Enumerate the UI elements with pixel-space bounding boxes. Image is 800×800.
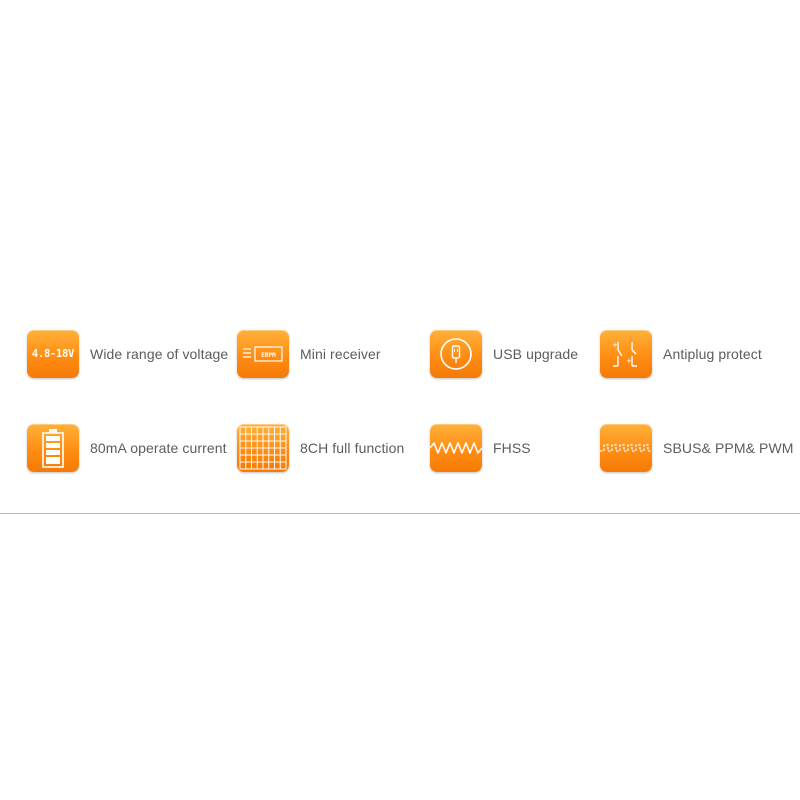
battery-icon <box>27 424 79 472</box>
divider-line <box>0 513 800 514</box>
feature-label: USB upgrade <box>493 346 579 362</box>
feature-label: Mini receiver <box>300 346 381 362</box>
feature-fhss: FHSS <box>430 422 531 474</box>
feature-operate-current: 80mA operate current <box>27 422 227 474</box>
feature-antiplug: + + Antiplug protect <box>600 328 762 380</box>
feature-label: FHSS <box>493 440 531 456</box>
feature-usb-upgrade: USB upgrade <box>430 328 578 380</box>
feature-label: SBUS& PPM& PWM <box>663 440 794 456</box>
feature-mini-receiver: ERPM Mini receiver <box>237 328 381 380</box>
receiver-board-icon: ERPM <box>237 330 289 378</box>
feature-label: 80mA operate current <box>90 440 227 456</box>
frequency-wave-icon <box>430 424 482 472</box>
receiver-icon-text: ERPM <box>261 352 276 359</box>
feature-label: Wide range of voltage <box>90 346 229 362</box>
voltage-range-icon: 4.8-18V <box>27 330 79 378</box>
feature-sbus-ppm-pwm: SBUS& PPM& PWM <box>600 422 794 474</box>
feature-voltage: 4.8-18V Wide range of voltage <box>27 328 228 380</box>
svg-text:+: + <box>626 357 632 365</box>
feature-8ch: 8CH full function <box>237 422 404 474</box>
svg-text:+: + <box>612 341 618 349</box>
polarity-switch-icon: + + <box>600 330 652 378</box>
feature-label: Antiplug protect <box>663 346 762 362</box>
signal-pulse-icon <box>600 424 652 472</box>
usb-plug-icon <box>430 330 482 378</box>
channel-grid-icon <box>237 424 289 472</box>
feature-label: 8CH full function <box>300 440 405 456</box>
voltage-icon-text: 4.8-18V <box>31 348 75 360</box>
